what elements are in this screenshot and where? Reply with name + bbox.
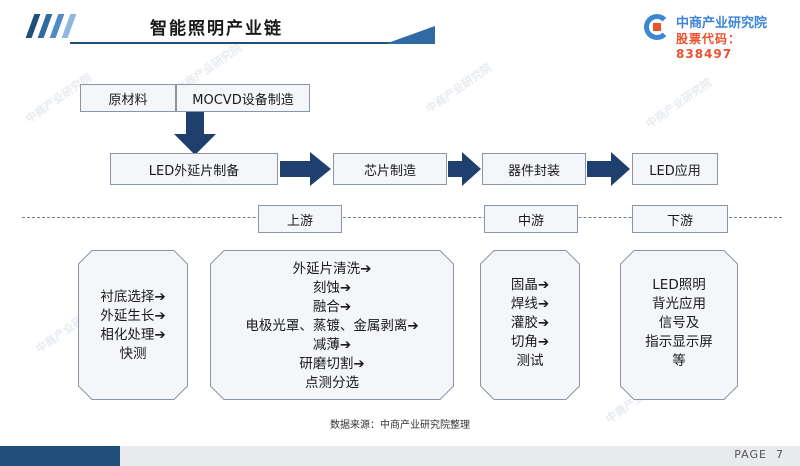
process-list: 固晶➔ 焊线➔ 灌胶➔ 切角➔ 测试 xyxy=(480,276,580,371)
process-item: 灌胶➔ xyxy=(510,315,550,331)
stage-downstream: 下游 xyxy=(632,205,728,233)
process-item: 外延片清洗➔ xyxy=(292,261,372,277)
process-item: 融合➔ xyxy=(312,299,352,315)
logo-square-icon xyxy=(653,23,661,31)
page-title: 智能照明产业链 xyxy=(150,19,283,39)
right-arrow-icon xyxy=(448,152,481,186)
stage-label: 上游 xyxy=(286,213,313,229)
stage-midstream: 中游 xyxy=(484,205,578,233)
flow-step-application: LED应用 xyxy=(632,153,718,185)
process-item: 外延生长➔ xyxy=(100,308,166,324)
upstream-process-panel-1: 衬底选择➔ 外延生长➔ 相化处理➔ 快测 xyxy=(78,250,188,400)
stage-label: 中游 xyxy=(517,213,544,229)
logo-name: 中商产业研究院 xyxy=(676,16,768,31)
application-item: 信号及 xyxy=(658,315,700,331)
process-item: 切角➔ xyxy=(510,334,550,350)
process-item: 衬底选择➔ xyxy=(100,289,166,305)
flow-step-label: 器件封装 xyxy=(507,163,560,179)
footer-bar xyxy=(0,446,800,466)
down-arrow-icon xyxy=(174,112,216,155)
data-source: 数据来源：中商产业研究院整理 xyxy=(330,420,470,431)
stage-upstream: 上游 xyxy=(258,205,342,233)
process-item: 焊线➔ xyxy=(510,296,550,312)
process-item: 减薄➔ xyxy=(312,337,352,353)
flow-step-label: 芯片制造 xyxy=(363,163,416,179)
process-item: 电极光罩、蒸镀、金属剥离➔ xyxy=(245,318,419,334)
application-item: 等 xyxy=(672,353,686,369)
midstream-process-panel: 固晶➔ 焊线➔ 灌胶➔ 切角➔ 测试 xyxy=(480,250,580,400)
upstream-process-panel-2: 外延片清洗➔ 刻蚀➔ 融合➔ 电极光罩、蒸镀、金属剥离➔ 减薄➔ 研磨切割➔ 点… xyxy=(210,250,454,400)
process-item: 点测分选 xyxy=(305,375,359,391)
process-item: 研磨切割➔ xyxy=(299,356,365,372)
flow-step-epitaxy: LED外延片制备 xyxy=(110,153,278,185)
application-item: LED照明 xyxy=(652,277,706,293)
flow-step-label: LED应用 xyxy=(649,163,701,179)
header-stripes xyxy=(0,0,80,52)
flow-step-label: LED外延片制备 xyxy=(148,163,240,179)
process-list: 衬底选择➔ 外延生长➔ 相化处理➔ 快测 xyxy=(78,288,188,364)
process-item: 刻蚀➔ xyxy=(312,280,352,296)
watermark: 中商产业研究院 xyxy=(643,76,715,131)
page-label: PAGE xyxy=(734,448,767,461)
chart-ring-icon xyxy=(644,14,670,40)
application-list: LED照明 背光应用 信号及 指示显示屏 等 xyxy=(620,276,738,371)
stage-divider xyxy=(22,217,782,218)
downstream-application-panel: LED照明 背光应用 信号及 指示显示屏 等 xyxy=(620,250,738,400)
flow-step-chip: 芯片制造 xyxy=(333,153,447,185)
mocvd-box: MOCVD设备制造 xyxy=(176,84,310,112)
application-item: 指示显示屏 xyxy=(645,334,713,350)
process-list: 外延片清洗➔ 刻蚀➔ 融合➔ 电极光罩、蒸镀、金属剥离➔ 减薄➔ 研磨切割➔ 点… xyxy=(210,260,454,393)
footer-accent xyxy=(0,446,120,466)
process-item: 固晶➔ xyxy=(510,277,550,293)
logo: 中商产业研究院 股票代码：838497 xyxy=(640,10,790,61)
process-item: 相化处理➔ xyxy=(100,327,166,343)
page-indicator: PAGE 7 xyxy=(734,448,784,461)
right-arrow-icon xyxy=(280,152,331,186)
stage-label: 下游 xyxy=(666,213,693,229)
watermark: 中商产业研究院 xyxy=(423,61,495,116)
application-item: 背光应用 xyxy=(652,296,706,312)
process-item: 快测 xyxy=(119,346,147,362)
flow-step-packaging: 器件封装 xyxy=(482,153,586,185)
header-wedge xyxy=(385,26,435,44)
raw-material-label: 原材料 xyxy=(108,92,148,108)
stock-code: 股票代码：838497 xyxy=(676,32,742,61)
stripe xyxy=(61,14,77,38)
process-item: 测试 xyxy=(516,353,544,369)
header-underline xyxy=(70,42,420,44)
right-arrow-icon xyxy=(587,152,630,186)
mocvd-label: MOCVD设备制造 xyxy=(192,92,294,108)
page-number: 7 xyxy=(776,448,784,461)
raw-material-box: 原材料 xyxy=(80,84,176,112)
